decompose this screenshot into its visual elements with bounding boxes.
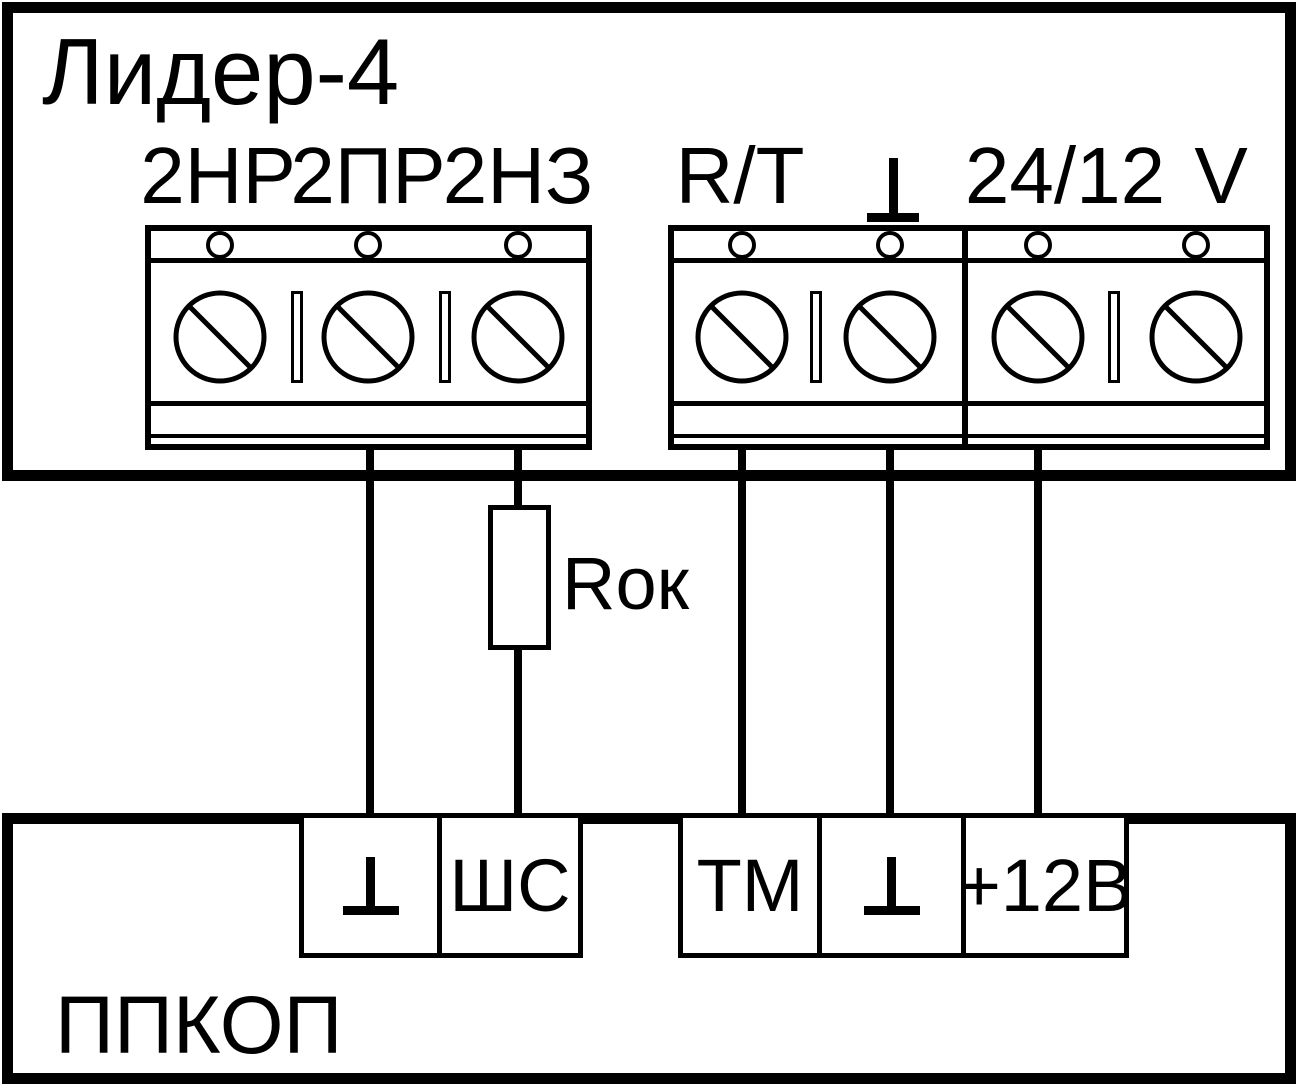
- bottom-device-title: ППКОП: [55, 980, 343, 1071]
- screw-terminal-icon: [991, 290, 1085, 384]
- screw-terminal-icon: [1149, 290, 1243, 384]
- terminal-cell-ground-2: [817, 813, 966, 958]
- block-slot: [810, 291, 822, 383]
- terminal-hole: [1182, 231, 1210, 259]
- block-slot: [291, 291, 303, 383]
- terminal-hole: [876, 231, 904, 259]
- screw-terminal-icon: [843, 290, 937, 384]
- terminal-label-2nr: 2НР: [140, 131, 296, 220]
- terminal-label-v: V: [1194, 131, 1248, 220]
- wire-2pr-to-ground: [366, 446, 374, 818]
- resistor-rok: [488, 505, 551, 650]
- block-slot: [439, 291, 451, 383]
- terminal-cell-label: ШС: [449, 844, 571, 927]
- terminal-label-2412: 24/12: [964, 131, 1166, 220]
- terminal-hole: [354, 231, 382, 259]
- ground-symbol-bar: [863, 905, 920, 915]
- block-divider-line: [151, 258, 586, 263]
- wire-2412-to-12v: [1034, 446, 1042, 818]
- ground-symbol: [863, 856, 920, 915]
- ground-symbol-bar: [342, 905, 399, 915]
- wire-2nz-to-resistor: [514, 446, 522, 508]
- terminal-label-rt: R/T: [675, 131, 805, 220]
- block-bottom-line: [151, 434, 586, 438]
- terminal-cell-shs: ШС: [437, 813, 583, 958]
- screw-terminal-icon: [321, 290, 415, 384]
- terminal-hole: [206, 231, 234, 259]
- wire-ground-to-ground: [886, 446, 894, 818]
- ground-symbol-stem: [887, 856, 896, 906]
- ground-symbol-bar: [867, 213, 919, 222]
- top-device-title: Лидер-4: [42, 19, 400, 124]
- block-section-divider: [962, 231, 968, 444]
- terminal-cell-12v: +12В: [958, 813, 1132, 958]
- terminal-label-2nz: 2НЗ: [442, 131, 594, 220]
- block-slot: [1108, 291, 1120, 383]
- terminal-block-left: [145, 225, 592, 450]
- screw-terminal-icon: [173, 290, 267, 384]
- terminal-hole: [1024, 231, 1052, 259]
- terminal-label-2pr: 2ПР: [290, 131, 446, 220]
- ground-symbol-top: [867, 158, 919, 222]
- terminal-cell-label: +12В: [957, 844, 1133, 927]
- screw-terminal-icon: [695, 290, 789, 384]
- block-divider-line: [674, 258, 1264, 263]
- screw-terminal-icon: [471, 290, 565, 384]
- wire-rt-to-tm: [738, 446, 746, 818]
- terminal-cell-tm: ТМ: [678, 813, 822, 958]
- terminal-hole: [504, 231, 532, 259]
- terminal-cell-ground-1: [299, 813, 442, 958]
- ground-symbol-stem: [366, 856, 375, 906]
- block-divider-line: [151, 401, 586, 406]
- terminal-cell-label: ТМ: [696, 844, 804, 927]
- ground-symbol: [342, 856, 399, 915]
- resistor-label: Rок: [562, 542, 689, 625]
- block-divider-line: [674, 401, 1264, 406]
- block-bottom-line: [674, 434, 1264, 438]
- wire-resistor-to-shs: [514, 648, 522, 818]
- ground-symbol-stem: [888, 158, 898, 213]
- terminal-block-right: [668, 225, 1270, 450]
- terminal-hole: [728, 231, 756, 259]
